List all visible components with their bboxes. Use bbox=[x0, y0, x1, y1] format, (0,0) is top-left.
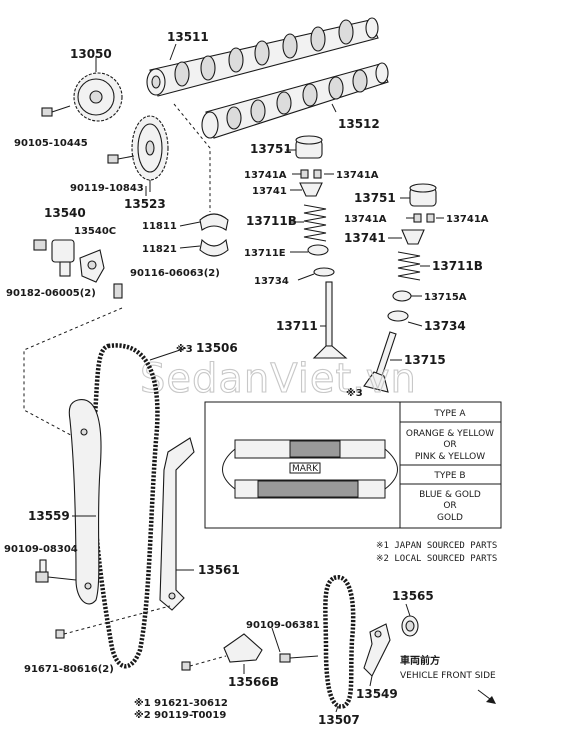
seal-13734-left bbox=[313, 267, 335, 277]
camshaft-13511 bbox=[146, 17, 379, 97]
label-13523: 13523 bbox=[124, 197, 166, 211]
label-13741-right: 13741 bbox=[344, 231, 386, 245]
label-13561: 13561 bbox=[198, 563, 240, 577]
label-13711: 13711 bbox=[276, 319, 318, 333]
direction-en: VEHICLE FRONT SIDE bbox=[400, 671, 496, 681]
type-b-line3: GOLD bbox=[437, 513, 463, 523]
spring-13711B-right bbox=[397, 251, 421, 281]
chain-mark-label: MARK bbox=[292, 464, 319, 474]
type-b-line1: BLUE & GOLD bbox=[419, 490, 481, 500]
camshaft-13512 bbox=[201, 62, 389, 139]
bolt-90116-06063 bbox=[113, 283, 123, 299]
label-13540: 13540 bbox=[44, 206, 86, 220]
note-local-sourced: ※2 LOCAL SOURCED PARTS bbox=[376, 554, 497, 564]
label-13511: 13511 bbox=[167, 30, 209, 44]
label-13050: 13050 bbox=[70, 47, 112, 61]
label-13741A-left2: 13741A bbox=[344, 214, 387, 225]
valve-13711 bbox=[312, 281, 348, 359]
lifter-13751-right bbox=[409, 183, 437, 207]
spring-13711B-left bbox=[303, 204, 327, 242]
valve-13715 bbox=[363, 331, 397, 393]
lifter-13751-left bbox=[295, 135, 323, 159]
chain-tensioner-13566B bbox=[223, 633, 263, 663]
type-a-line2: OR bbox=[443, 440, 456, 450]
bearing-11811 bbox=[199, 213, 229, 231]
chain-damper-13561 bbox=[159, 437, 195, 611]
oil-pump-chain-13507 bbox=[323, 574, 356, 709]
label-11821: 11821 bbox=[142, 244, 177, 255]
label-90116-06063: 90116-06063(2) bbox=[130, 268, 220, 279]
label-13741A-right2: 13741A bbox=[446, 214, 489, 225]
bolt-91621-30612 bbox=[181, 655, 227, 671]
vehicle-front-arrow-icon bbox=[477, 689, 496, 704]
label-91671-80616: 91671-80616(2) bbox=[24, 664, 114, 675]
type-a-header: TYPE A bbox=[433, 409, 466, 419]
label-13711B-right: 13711B bbox=[432, 259, 483, 273]
keepers-13741A-left bbox=[300, 169, 322, 179]
seat-13711E-left bbox=[307, 244, 329, 256]
retainer-13741-right bbox=[401, 229, 425, 245]
note-japan-sourced: ※1 JAPAN SOURCED PARTS bbox=[376, 541, 497, 551]
label-13715: 13715 bbox=[404, 353, 446, 367]
type-b-line2: OR bbox=[443, 501, 456, 511]
type-a-line3: PINK & YELLOW bbox=[415, 452, 485, 462]
label-13751-left: 13751 bbox=[250, 142, 292, 156]
label-13751-right: 13751 bbox=[354, 191, 396, 205]
label-90105-10445: 90105-10445 bbox=[14, 138, 88, 149]
keepers-13741A-right bbox=[413, 213, 435, 223]
seal-13734-right bbox=[387, 310, 409, 322]
bolt-90109-08304 bbox=[35, 559, 77, 583]
label-13711B-left: 13711B bbox=[246, 214, 297, 228]
bolt-90105-10445 bbox=[41, 105, 71, 117]
chain-detail-box bbox=[204, 401, 502, 529]
retainer-13741-left bbox=[299, 182, 323, 197]
label-13734-left: 13734 bbox=[254, 276, 289, 287]
label-13741A-right1: 13741A bbox=[336, 170, 379, 181]
label-13512: 13512 bbox=[338, 117, 380, 131]
bolt-91671-80616 bbox=[55, 605, 171, 639]
label-90182-06005: 90182-06005(2) bbox=[6, 288, 96, 299]
label-13715A: 13715A bbox=[424, 292, 467, 303]
label-13507: 13507 bbox=[318, 713, 360, 727]
type-b-header: TYPE B bbox=[433, 471, 465, 481]
label-91621-30612: ※1 91621-30612 bbox=[134, 697, 228, 709]
label-13559: 13559 bbox=[28, 509, 70, 523]
bolt-90119-10843 bbox=[107, 154, 135, 164]
watermark: SedanViet.vn bbox=[140, 356, 417, 402]
label-13506-ref: ※3 bbox=[176, 343, 193, 355]
spring-13565 bbox=[401, 615, 419, 637]
detail-ref-mark: ※3 bbox=[346, 387, 363, 399]
label-90109-08304: 90109-08304 bbox=[4, 544, 78, 555]
label-13506: 13506 bbox=[196, 341, 238, 355]
label-13734-right: 13734 bbox=[424, 319, 466, 333]
label-13549: 13549 bbox=[356, 687, 398, 701]
vvt-gear-13050 bbox=[73, 56, 123, 122]
label-13566B: 13566B bbox=[228, 675, 279, 689]
label-13741-left: 13741 bbox=[252, 186, 287, 197]
label-13565: 13565 bbox=[392, 589, 434, 603]
label-13741A-left1: 13741A bbox=[244, 170, 287, 181]
label-13711E: 13711E bbox=[244, 248, 286, 259]
type-a-line1: ORANGE & YELLOW bbox=[406, 429, 494, 439]
bolt-90109-06381 bbox=[279, 653, 319, 663]
label-11811: 11811 bbox=[142, 221, 177, 232]
label-13540C: 13540C bbox=[74, 226, 116, 237]
tensioner-lever-13549 bbox=[363, 623, 391, 677]
label-90109-06381: 90109-06381 bbox=[246, 620, 320, 631]
seat-13715A bbox=[392, 290, 412, 302]
gasket-13540C bbox=[79, 249, 105, 283]
direction-jp: 車両前方 bbox=[400, 654, 440, 667]
label-90119-10843: 90119-10843 bbox=[70, 183, 144, 194]
sprocket-13523 bbox=[131, 115, 169, 192]
bearing-11821 bbox=[199, 238, 229, 257]
oil-control-valve-13540 bbox=[33, 239, 75, 277]
tensioner-arm-13559 bbox=[68, 399, 102, 605]
label-90119-T0019: ※2 90119-T0019 bbox=[134, 709, 226, 721]
